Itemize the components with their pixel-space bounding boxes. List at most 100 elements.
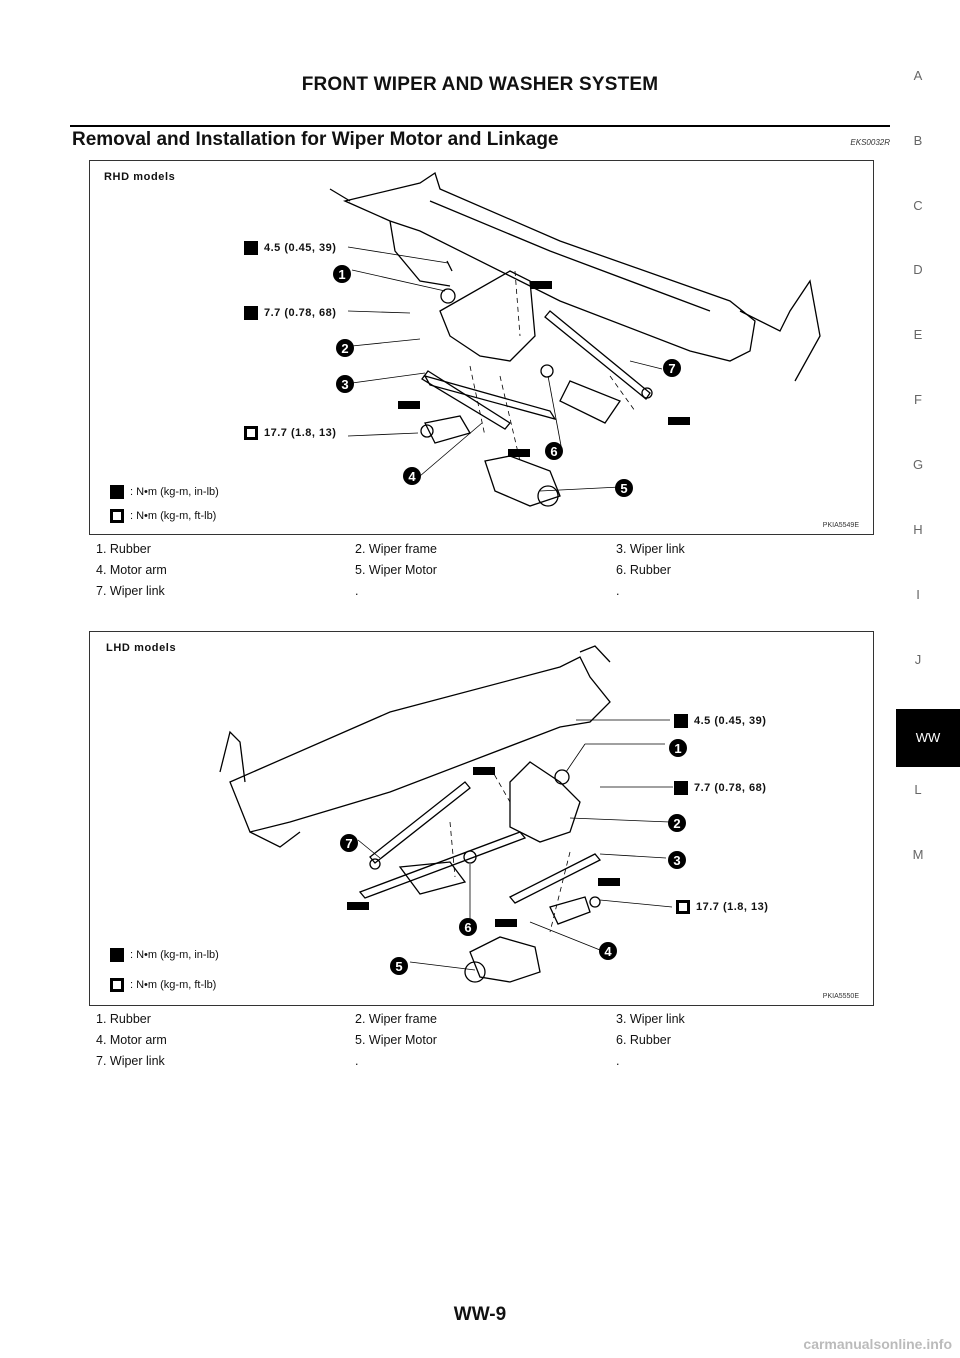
section-code: EKS0032R	[850, 138, 890, 147]
page-number: WW-9	[453, 1304, 507, 1325]
part-item: .	[616, 1054, 620, 1068]
lhd-wiper-frame	[509, 761, 581, 843]
rhd-callout-1: 1	[338, 267, 345, 282]
rhd-callout-2: 2	[341, 341, 348, 356]
rhd-wiper-frame	[439, 270, 536, 362]
rhd-torque-2: 7.7 (0.78, 68)	[244, 306, 336, 320]
side-index-a[interactable]: A	[913, 68, 923, 83]
lhd-callout-6: 6	[464, 920, 471, 935]
part-item: .	[355, 584, 359, 598]
part-item: 6. Rubber	[616, 563, 671, 577]
torque-in-lb-icon	[674, 714, 688, 728]
watermark[interactable]: carmanualsonline.info	[803, 1336, 952, 1352]
side-index-h[interactable]: H	[913, 522, 923, 537]
torque-in-lb-icon	[110, 948, 124, 962]
lhd-callout-7: 7	[345, 836, 352, 851]
side-index-b[interactable]: B	[913, 133, 923, 148]
figure-lhd: 1 2 3 4 5 6 7 LHD models 4.5 (0.45, 39) …	[89, 631, 874, 1006]
rhd-callout-markers	[333, 265, 681, 497]
parts-row: 7. Wiper link . .	[96, 584, 876, 605]
part-item: .	[355, 1054, 359, 1068]
header-rule	[70, 125, 890, 127]
parts-row: 1. Rubber 2. Wiper frame 3. Wiper link	[96, 542, 876, 563]
torque-ft-lb-icon	[110, 978, 124, 992]
rhd-legend-in-lb: : N•m (kg-m, in-lb)	[110, 485, 219, 499]
rhd-callout-6: 6	[550, 444, 557, 459]
part-item: 1. Rubber	[96, 1012, 151, 1026]
side-index-d[interactable]: D	[913, 262, 923, 277]
part-item: 7. Wiper link	[96, 584, 165, 598]
part-item: 7. Wiper link	[96, 1054, 165, 1068]
torque-in-lb-icon	[674, 781, 688, 795]
parts-list-rhd: 1. Rubber 2. Wiper frame 3. Wiper link 4…	[96, 542, 876, 605]
figure-rhd: 1 2 3 4 5 6 7 RHD models 4.5 (0.45, 39) …	[89, 160, 874, 535]
lhd-callout-2: 2	[673, 816, 680, 831]
torque-in-lb-icon	[110, 485, 124, 499]
lhd-callout-5: 5	[395, 959, 402, 974]
parts-row: 7. Wiper link . .	[96, 1054, 876, 1075]
lhd-figure-label: LHD models	[106, 642, 177, 654]
part-item: 2. Wiper frame	[355, 542, 437, 556]
side-index-f[interactable]: F	[914, 392, 922, 407]
rhd-wiper-link-3	[423, 374, 557, 421]
rhd-cowl-panel	[342, 171, 756, 362]
side-index-l[interactable]: L	[914, 782, 922, 797]
torque-ft-lb-icon	[110, 509, 124, 523]
side-index-ww-active[interactable]: WW	[896, 709, 960, 767]
rhd-callout-numbers: 1 2 3 4 5 6 7	[338, 267, 675, 496]
lhd-wiper-motor	[469, 936, 541, 983]
rhd-callout-3: 3	[341, 377, 348, 392]
lhd-legend-in-lb: : N•m (kg-m, in-lb)	[110, 948, 219, 962]
lhd-wiper-link-3	[508, 853, 602, 904]
lhd-torque-3: 17.7 (1.8, 13)	[676, 900, 768, 914]
side-index-c[interactable]: C	[913, 198, 923, 213]
part-item: 5. Wiper Motor	[355, 1033, 437, 1047]
rhd-figure-label: RHD models	[104, 171, 176, 183]
page-header-title: FRONT WIPER AND WASHER SYSTEM	[301, 74, 659, 95]
side-index-i[interactable]: I	[916, 587, 920, 602]
lhd-figure-code: PKIA5550E	[822, 993, 859, 1000]
lhd-callout-4: 4	[604, 944, 612, 959]
parts-row: 4. Motor arm 5. Wiper Motor 6. Rubber	[96, 563, 876, 584]
lhd-callout-numbers: 1 2 3 4 5 6 7	[345, 741, 681, 974]
lhd-callout-markers	[340, 739, 687, 975]
part-item: 3. Wiper link	[616, 1012, 685, 1026]
part-item: 5. Wiper Motor	[355, 563, 437, 577]
lhd-cowl-panel	[229, 656, 611, 833]
part-item: 3. Wiper link	[616, 542, 685, 556]
parts-list-lhd: 1. Rubber 2. Wiper frame 3. Wiper link 4…	[96, 1012, 876, 1075]
rhd-wiper-motor	[484, 455, 561, 507]
part-item: .	[616, 584, 620, 598]
parts-row: 1. Rubber 2. Wiper frame 3. Wiper link	[96, 1012, 876, 1033]
lhd-torque-2: 7.7 (0.78, 68)	[674, 781, 766, 795]
rhd-torque-3: 17.7 (1.8, 13)	[244, 426, 336, 440]
torque-ft-lb-icon	[244, 426, 258, 440]
part-item: 1. Rubber	[96, 542, 151, 556]
part-item: 4. Motor arm	[96, 563, 167, 577]
rhd-callout-7: 7	[668, 361, 675, 376]
rhd-diagram: 1 2 3 4 5 6 7	[329, 171, 821, 507]
rhd-figure-code: PKIA5549E	[822, 522, 859, 529]
lhd-legend-ft-lb: : N•m (kg-m, ft-lb)	[110, 978, 216, 992]
lhd-grease-marks	[347, 767, 620, 927]
section-title: Removal and Installation for Wiper Motor…	[72, 129, 559, 150]
lhd-wiper-link-7	[369, 781, 471, 864]
parts-row: 4. Motor arm 5. Wiper Motor 6. Rubber	[96, 1033, 876, 1054]
rhd-legend-ft-lb: : N•m (kg-m, ft-lb)	[110, 509, 216, 523]
torque-ft-lb-icon	[676, 900, 690, 914]
rhd-torque-1: 4.5 (0.45, 39)	[244, 241, 336, 255]
rhd-wiper-link-7	[544, 310, 651, 400]
side-index-m[interactable]: M	[912, 847, 924, 862]
torque-in-lb-icon	[244, 241, 258, 255]
part-item: 2. Wiper frame	[355, 1012, 437, 1026]
rhd-callout-5: 5	[620, 481, 627, 496]
part-item: 6. Rubber	[616, 1033, 671, 1047]
side-index-g[interactable]: G	[912, 457, 924, 472]
lhd-torque-1: 4.5 (0.45, 39)	[674, 714, 766, 728]
part-item: 4. Motor arm	[96, 1033, 167, 1047]
lhd-callout-3: 3	[673, 853, 680, 868]
rhd-grease-marks	[398, 281, 690, 457]
lhd-motor-arm	[549, 896, 591, 925]
side-index-j[interactable]: J	[914, 652, 922, 667]
side-index-e[interactable]: E	[913, 327, 923, 342]
